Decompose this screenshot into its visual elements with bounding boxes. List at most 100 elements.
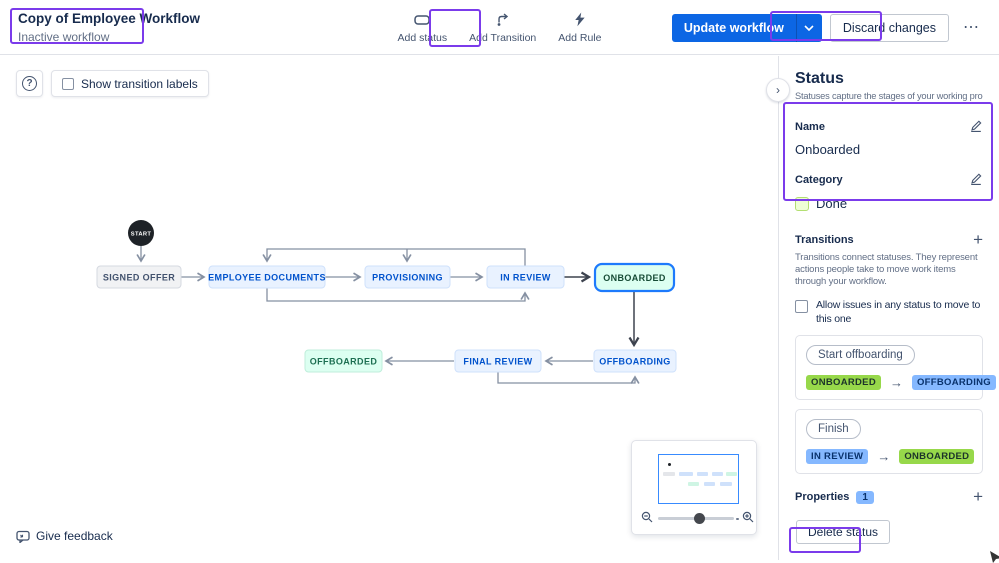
show-transition-labels-label: Show transition labels (81, 76, 198, 91)
status-node-offboarding[interactable]: OFFBOARDING (593, 349, 677, 373)
category-color-swatch (795, 196, 809, 211)
name-label: Name (795, 121, 825, 133)
add-rule-label: Add Rule (558, 31, 602, 44)
give-feedback-label: Give feedback (36, 529, 113, 543)
workflow-status-subtitle: Inactive workflow (18, 30, 110, 44)
add-rule-button[interactable]: Add Rule (552, 8, 607, 48)
name-field: Name Onboarded (795, 119, 983, 157)
status-node-signed-offer[interactable]: SIGNED OFFER (96, 265, 182, 289)
minimap-node (688, 482, 699, 486)
status-node-employee-documents[interactable]: EMPLOYEE DOCUMENTS (208, 265, 326, 289)
transitions-description: Transitions connect statuses. They repre… (795, 252, 978, 287)
minimap-node (679, 472, 693, 476)
question-mark-icon: ? (22, 76, 37, 91)
status-node-offboarded[interactable]: OFFBOARDED (304, 349, 383, 373)
canvas-toolbar: Add status Add Transition Add Rule (392, 0, 608, 55)
name-value: Onboarded (795, 142, 861, 157)
minimap-node (726, 472, 737, 476)
allow-any-status-checkbox[interactable] (795, 300, 808, 313)
transition-card: Start offboarding ONBOARDED → OFFBOARDIN… (795, 335, 997, 400)
add-property-plus-button[interactable]: + (973, 487, 983, 506)
update-workflow-button[interactable]: Update workflow (671, 13, 796, 42)
help-button[interactable]: ? (16, 70, 43, 97)
transition-arrow-icon (495, 12, 511, 28)
edit-category-button[interactable] (969, 172, 983, 188)
allow-any-status-label: Allow issues in any status to move to th… (816, 299, 981, 325)
arrow-right-icon: → (889, 375, 903, 390)
minimap-node (704, 482, 715, 486)
properties-section: Properties 1 + (795, 487, 983, 506)
status-lozenge-to: OFFBOARDING (911, 375, 997, 390)
minimap-node (712, 472, 723, 476)
svg-text:IN REVIEW: IN REVIEW (500, 273, 551, 283)
top-bar: Copy of Employee Workflow Inactive workf… (0, 0, 999, 55)
panel-title: Status (795, 70, 844, 87)
properties-count-badge: 1 (856, 490, 874, 504)
give-feedback-link[interactable]: Give feedback (16, 529, 113, 543)
status-node-provisioning[interactable]: PROVISIONING (364, 265, 451, 289)
status-node-onboarded-selected[interactable]: ONBOARDED (593, 262, 676, 293)
minimap-node (720, 482, 732, 486)
feedback-icon (16, 530, 30, 543)
delete-status-button[interactable]: Delete status (796, 520, 891, 544)
lightning-icon (574, 12, 586, 28)
transitions-section: Transitions + Transitions connect status… (795, 230, 997, 474)
svg-text:FINAL REVIEW: FINAL REVIEW (463, 357, 532, 367)
panel-collapse-button[interactable]: › (766, 78, 790, 102)
status-lozenge-to: ONBOARDED (899, 449, 975, 464)
start-node[interactable]: START (128, 220, 154, 246)
panel-subtitle: Statuses capture the stages of your work… (795, 91, 983, 101)
show-transition-labels-checkbox[interactable] (62, 77, 74, 90)
minimap-zoom-slider (632, 511, 758, 525)
svg-text:ONBOARDED: ONBOARDED (603, 273, 666, 283)
status-node-final-review[interactable]: FINAL REVIEW (454, 349, 542, 373)
status-lozenge-icon (414, 12, 431, 28)
allow-any-status-control: Allow issues in any status to move to th… (795, 298, 983, 326)
status-lozenge-from: IN REVIEW (806, 449, 869, 464)
svg-text:EMPLOYEE DOCUMENTS: EMPLOYEE DOCUMENTS (208, 273, 326, 283)
category-label: Category (795, 174, 843, 186)
transition-name-button[interactable]: Finish (806, 419, 861, 439)
edit-pencil-icon (971, 173, 982, 185)
zoom-out-icon[interactable] (641, 511, 654, 524)
arrow-right-icon: → (877, 449, 891, 464)
update-workflow-caret-button[interactable] (795, 13, 822, 42)
add-transition-plus-button[interactable]: + (973, 230, 983, 249)
transition-name-button[interactable]: Start offboarding (806, 345, 915, 365)
transitions-label: Transitions (795, 234, 854, 246)
svg-text:START: START (131, 232, 152, 238)
zoom-in-icon[interactable] (742, 511, 755, 524)
edit-pencil-icon (971, 120, 982, 132)
header-actions: Update workflow Discard changes ⋯ (671, 0, 985, 55)
chevron-down-icon (804, 24, 814, 31)
svg-text:OFFBOARDING: OFFBOARDING (599, 357, 670, 367)
add-status-label: Add status (397, 31, 448, 44)
svg-text:SIGNED OFFER: SIGNED OFFER (103, 273, 175, 283)
add-transition-label: Add Transition (469, 31, 537, 44)
minimap-node (663, 472, 675, 476)
minimap-viewport[interactable] (658, 454, 739, 504)
transition-card: Finish IN REVIEW → ONBOARDED (795, 409, 983, 474)
status-node-in-review[interactable]: IN REVIEW (486, 265, 565, 289)
category-value: Done (816, 196, 848, 211)
workflow-title: Copy of Employee Workflow (18, 11, 201, 26)
more-actions-button[interactable]: ⋯ (957, 14, 985, 42)
status-lozenge-from: ONBOARDED (806, 375, 881, 390)
zoom-slider-handle[interactable] (694, 512, 705, 524)
transition-edge[interactable] (266, 288, 530, 302)
show-transition-labels-control: Show transition labels (51, 70, 209, 97)
category-field: Category Done (795, 172, 983, 211)
properties-label: Properties (795, 491, 850, 503)
transition-edge[interactable] (497, 372, 640, 384)
transition-edge[interactable] (262, 248, 526, 266)
workflow-canvas[interactable]: ? Show transition labels (0, 56, 778, 560)
add-status-button[interactable]: Add status (392, 8, 454, 48)
minimap-start-dot (668, 463, 671, 466)
svg-text:PROVISIONING: PROVISIONING (372, 273, 443, 283)
add-transition-button[interactable]: Add Transition (463, 8, 542, 48)
discard-changes-button[interactable]: Discard changes (829, 13, 949, 42)
update-workflow-split-button: Update workflow (671, 13, 822, 42)
minimap (631, 440, 757, 535)
svg-text:OFFBOARDED: OFFBOARDED (310, 357, 378, 367)
edit-name-button[interactable] (969, 119, 983, 135)
